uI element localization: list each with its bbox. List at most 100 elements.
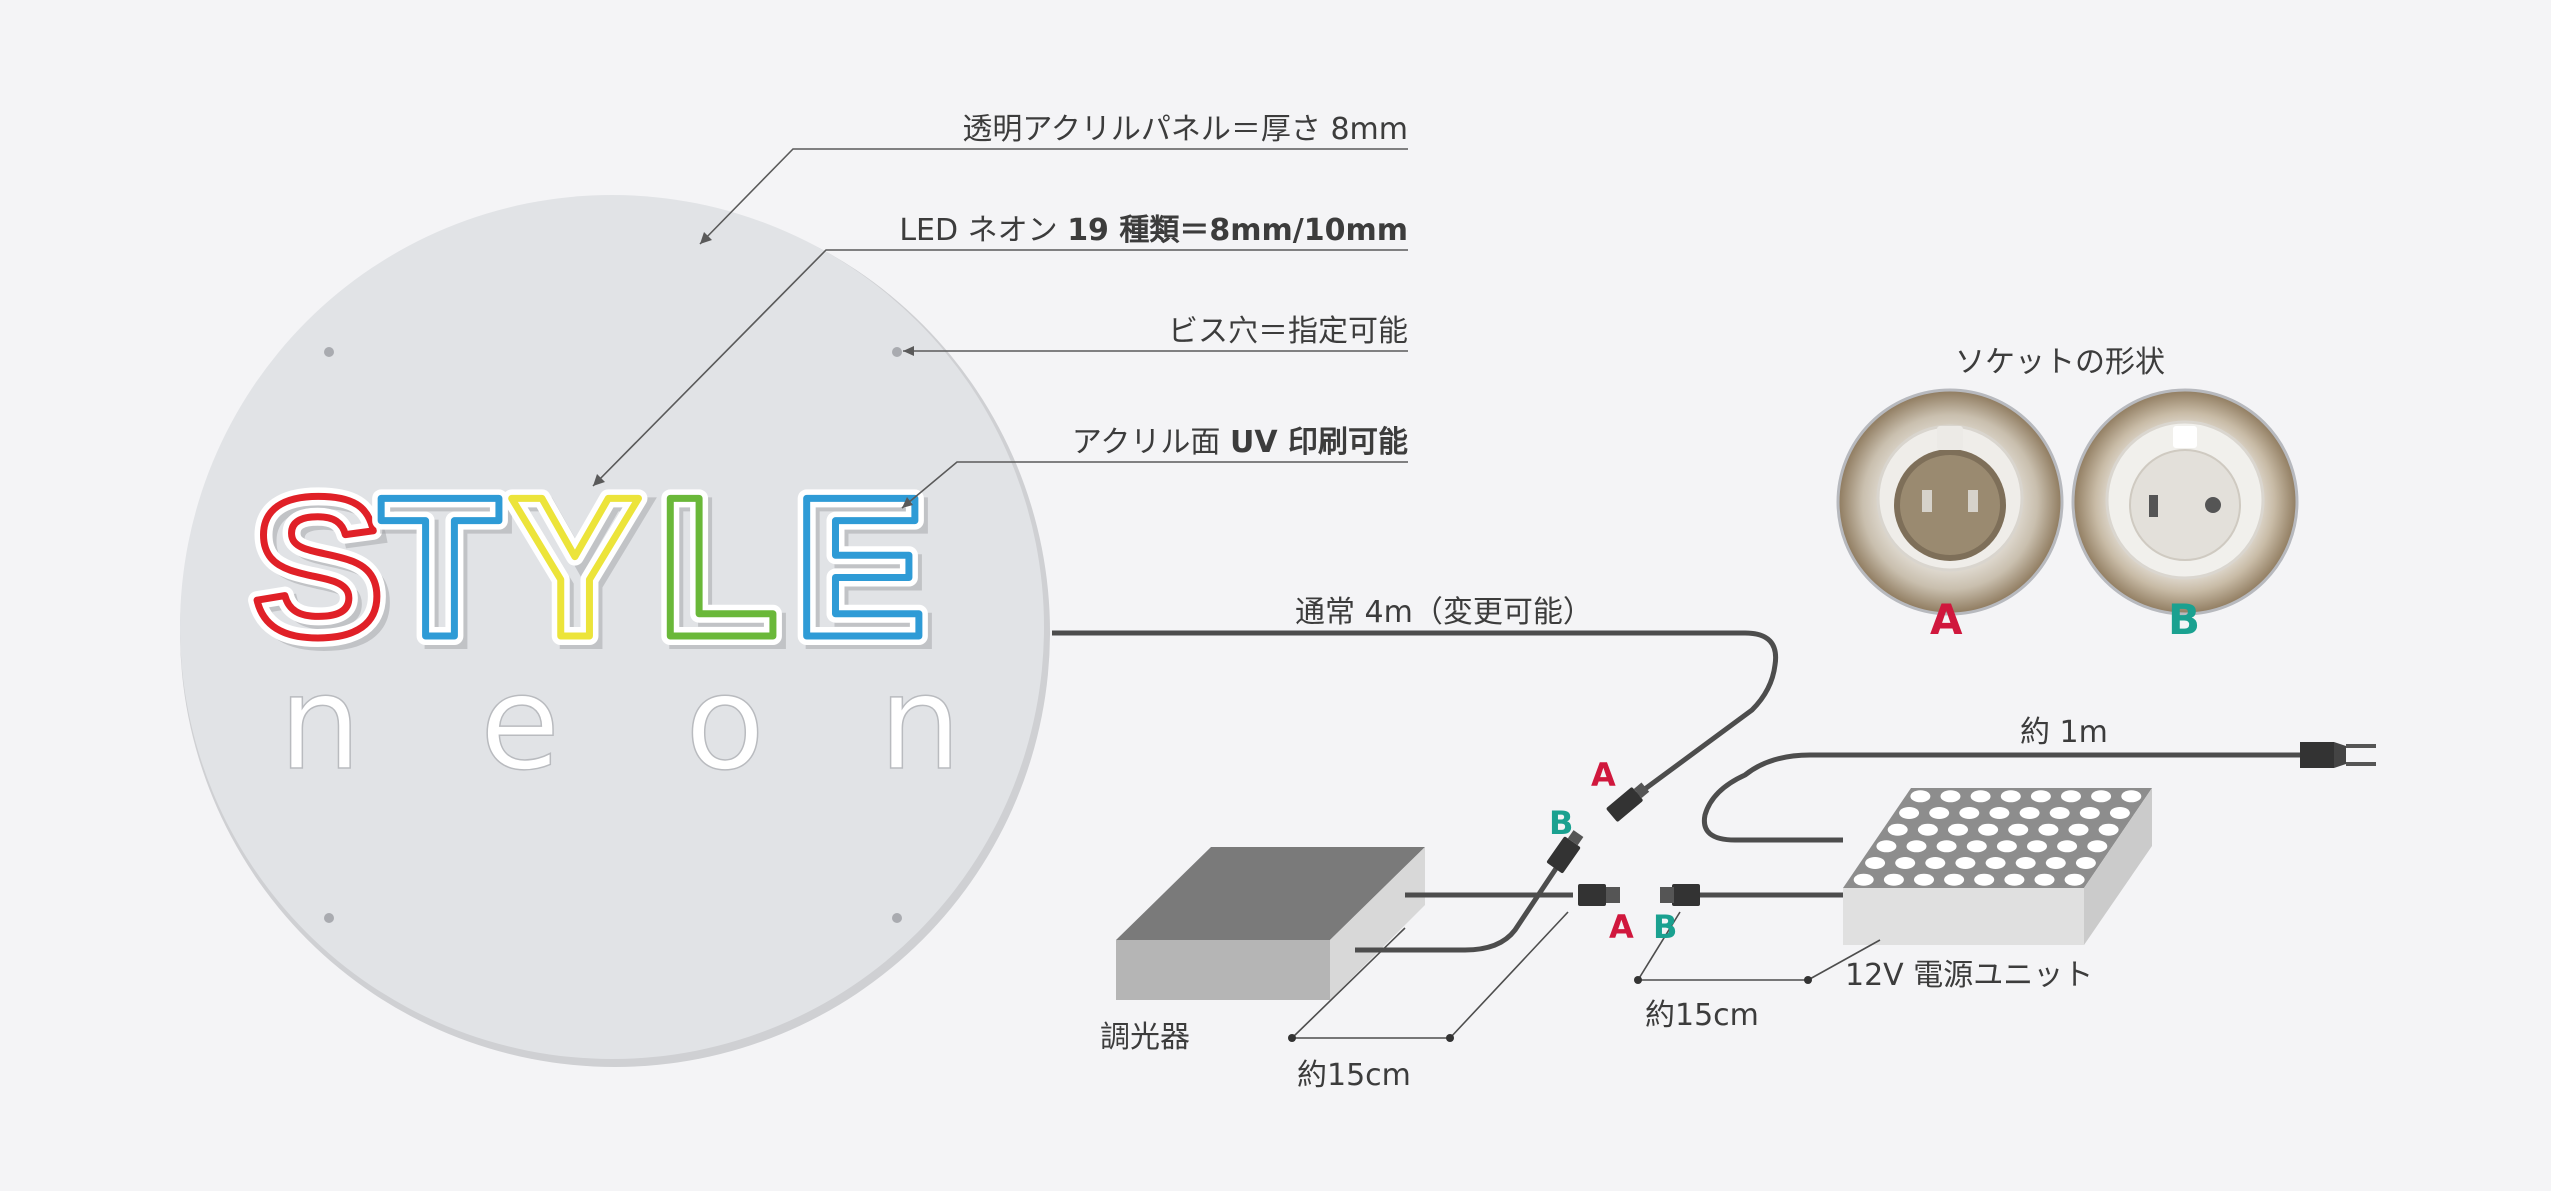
connector-label-a-dimmer: A	[1609, 908, 1634, 946]
psu-vent-hole	[2075, 857, 2096, 869]
callout-uv-bold: UV 印刷可能	[1229, 425, 1408, 460]
neon-letter-backing: T	[379, 456, 501, 679]
callout-panel-thickness: 透明アクリルパネル＝厚さ 8mm	[962, 112, 1408, 147]
psu-vent-hole	[2027, 840, 2047, 853]
callout-led-neon: LED ネオン 19 種類＝8mm/10mm	[899, 205, 1408, 249]
socket-b-label: B	[2168, 595, 2201, 644]
callout-line-uv	[901, 461, 1408, 509]
psu-vent-hole	[2000, 790, 2021, 803]
power-plug	[2300, 742, 2376, 768]
socket-b-photo	[2071, 388, 2299, 616]
psu-vent-hole	[1944, 873, 1965, 886]
psu-vent-hole	[1929, 807, 1950, 819]
psu-vent-hole	[1925, 857, 1946, 869]
connector-b-dimmer	[1546, 830, 1584, 873]
connector-label-a-main: A	[1591, 756, 1616, 794]
connector-label-b-psu: B	[1653, 908, 1678, 946]
psu-vent-hole	[2098, 823, 2119, 836]
screw-holes	[324, 347, 902, 923]
psu-vent-hole	[2030, 790, 2051, 803]
neon-letter-backing: L	[657, 456, 779, 679]
arrowhead	[700, 232, 712, 244]
dimmer-box	[1116, 847, 1425, 1000]
plug-cable-length: 約 1m	[2020, 715, 2108, 750]
psu-vent-hole	[1959, 807, 1980, 819]
neon-sub-letter: o	[685, 647, 765, 799]
psu-vent-hole	[2057, 840, 2078, 853]
connector-a-main	[1606, 782, 1650, 822]
psu-vent-hole	[1985, 857, 2006, 869]
psu-vent-hole	[1914, 873, 1934, 886]
psu-vent-hole	[1910, 790, 1931, 803]
psu-vent-hole	[1989, 807, 2010, 819]
psu-vent-hole	[1996, 840, 2017, 853]
neon-letter-s: S	[251, 456, 384, 679]
connector-b-psu	[1660, 884, 1700, 906]
psu-vent-hole	[1899, 807, 1920, 819]
psu-vent-hole	[1883, 873, 1904, 886]
arrowhead	[903, 346, 914, 356]
callout-screw-holes: ビス穴＝指定可能	[1168, 314, 1408, 349]
psu-vent-hole	[2045, 857, 2066, 869]
socket-a-label: A	[1930, 595, 1963, 644]
socket-a-photo	[1836, 388, 2064, 616]
psu-vent-hole	[1955, 857, 1976, 869]
neon-letter-e: E	[793, 456, 926, 679]
psu-vent-holes	[1853, 790, 2142, 886]
neon-letter-backing: Y	[508, 456, 641, 679]
psu-vent-hole	[2064, 873, 2085, 886]
connector-label-b-dimmer: B	[1549, 804, 1574, 842]
arrowhead	[593, 474, 605, 486]
psu-vent-hole	[1895, 857, 1916, 869]
screw-hole	[892, 913, 902, 923]
neon-letter-shadow: E	[799, 462, 932, 685]
acrylic-panel-face	[180, 195, 1044, 1059]
neon-letter-shadow: Y	[514, 462, 647, 685]
psu-input-cable	[1701, 752, 2305, 843]
neon-letter-shadow: S	[257, 462, 390, 685]
psu-vent-hole	[1966, 840, 1987, 853]
psu-vent-hole	[2087, 840, 2108, 853]
main-cable	[1052, 630, 1779, 803]
psu-vent-hole	[2019, 807, 2040, 819]
callout-led-neon-bold: 19 種類＝8mm/10mm	[1067, 213, 1408, 248]
psu-vent-hole	[2015, 857, 2036, 869]
arrowhead	[902, 497, 913, 508]
psu-vent-hole	[1865, 857, 1886, 869]
psu-vent-hole	[2038, 823, 2059, 836]
neon-letter-backing: E	[793, 456, 926, 679]
psu-vent-hole	[2049, 807, 2070, 819]
psu-vent-hole	[1853, 873, 1874, 886]
psu-vent-hole	[2109, 807, 2130, 819]
psu-vent-hole	[1948, 823, 1968, 836]
psu-vent-hole	[2061, 790, 2081, 803]
neon-letter-backing: S	[251, 456, 384, 679]
screw-hole	[324, 347, 334, 357]
psu-vent-hole	[2034, 873, 2055, 886]
psu-vent-hole	[2004, 873, 2025, 886]
neon-sub-letter: n	[879, 647, 961, 799]
neon-letter-shadow: L	[663, 462, 785, 685]
neon-letter-t: T	[379, 456, 501, 679]
dimension-dots	[1288, 976, 1812, 1042]
neon-letter-y: Y	[508, 456, 641, 679]
psu-vent-hole	[2091, 790, 2112, 803]
psu-vent-hole	[1906, 840, 1927, 853]
callout-led-neon-prefix: LED ネオン	[899, 213, 1068, 248]
callout-lines	[592, 148, 1408, 509]
main-cable-length: 通常 4m（変更可能）	[1295, 595, 1593, 630]
psu-vent-hole	[1940, 790, 1961, 803]
callout-uv-prefix: アクリル面	[1071, 425, 1230, 460]
callout-line-panel	[699, 148, 1408, 245]
psu-vent-hole	[1876, 840, 1897, 853]
screw-hole	[324, 913, 334, 923]
psu-vent-hole	[2121, 790, 2142, 803]
psu-vent-hole	[2008, 823, 2029, 836]
psu-vent-hole	[1887, 823, 1908, 836]
psu-vent-hole	[1978, 823, 1999, 836]
neon-sub-letter: e	[480, 647, 560, 799]
dimmer-gap-label: 約15cm	[1297, 1058, 1411, 1093]
psu-label: 12V 電源ユニット	[1845, 958, 2094, 993]
neon-letter-shadow: T	[385, 462, 507, 685]
